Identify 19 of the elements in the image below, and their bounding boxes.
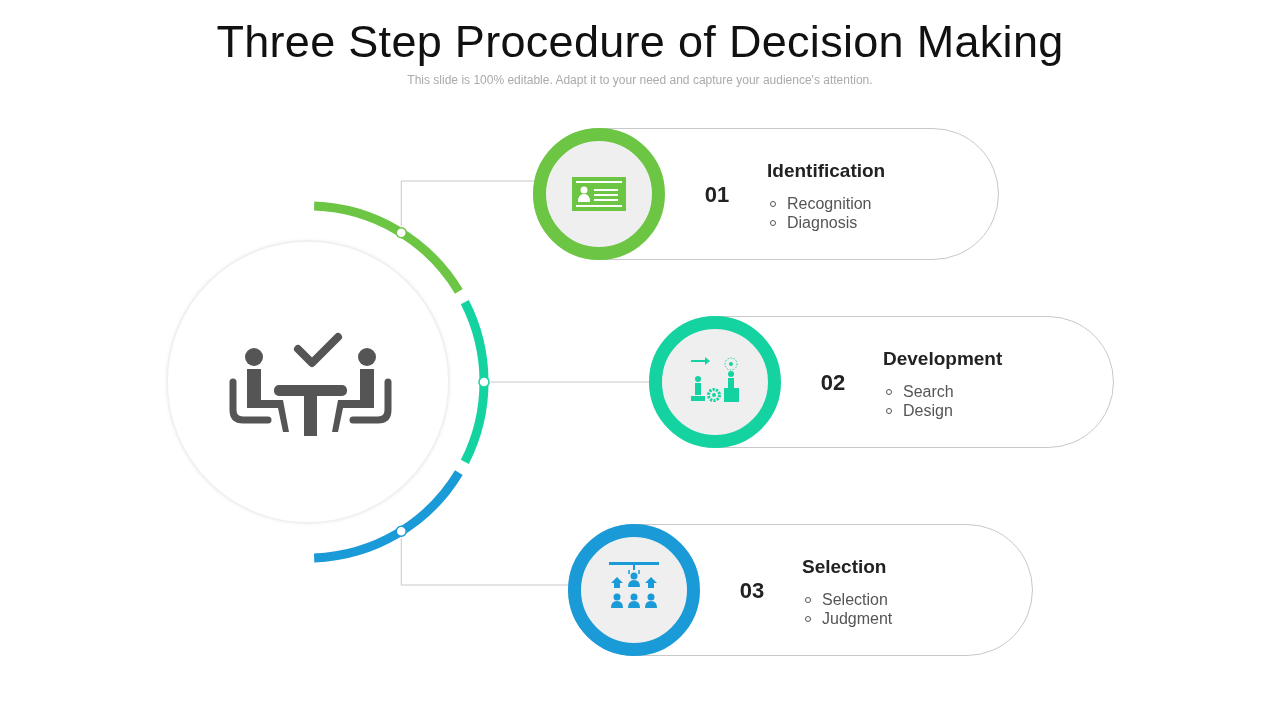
list-item: Diagnosis: [787, 213, 858, 232]
list-item: Judgment: [822, 609, 893, 628]
step-number: 03: [739, 578, 765, 604]
step-title: Development: [883, 348, 1003, 370]
arc-segment: [313, 201, 463, 294]
step-number: 02: [820, 370, 846, 396]
step-title: Selection: [802, 556, 887, 578]
connector-line: [400, 180, 535, 227]
list-item: Selection: [822, 590, 888, 609]
list-item: Design: [903, 401, 953, 420]
step-number: 01: [704, 182, 730, 208]
slide-title: Three Step Procedure of Decision Making: [216, 16, 1064, 68]
subtitle: This slide is 100% editable. Adapt it to your need and capture your audience's attention.: [407, 73, 873, 87]
connector-line: [400, 537, 570, 586]
step-title: Identification: [767, 160, 886, 182]
list-item: Recognition: [787, 194, 872, 213]
list-item: Search: [903, 382, 954, 401]
arc-segment: [313, 470, 463, 563]
arc-segment: [460, 300, 490, 464]
